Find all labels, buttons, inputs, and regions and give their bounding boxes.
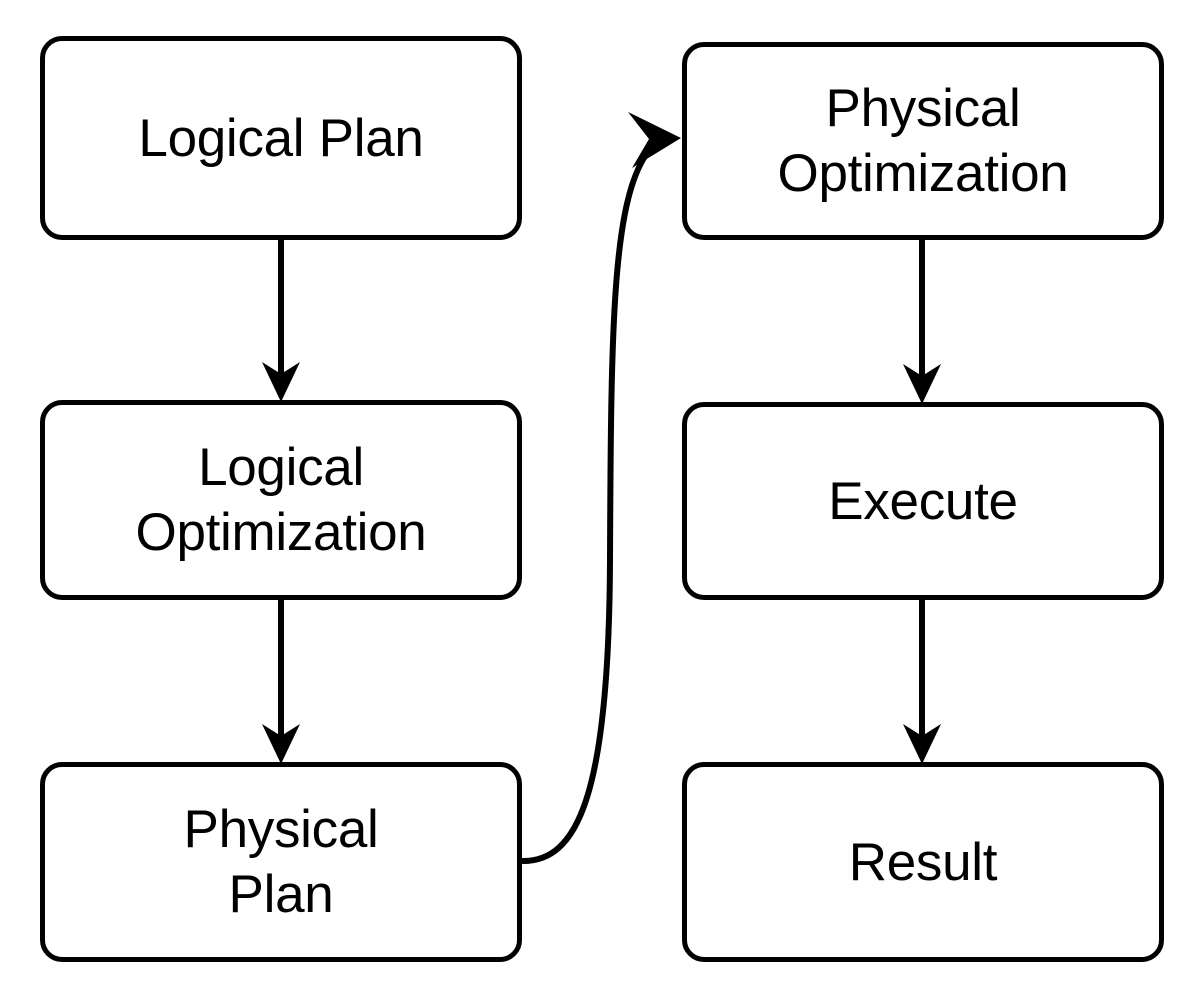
arrow-execute-to-result — [903, 598, 941, 764]
node-logical-plan[interactable]: Logical Plan — [40, 36, 522, 240]
node-logical-optimization-label: Logical Optimization — [135, 438, 427, 562]
node-physical-plan-label: Physical Plan — [183, 800, 379, 924]
node-physical-optimization[interactable]: Physical Optimization — [682, 42, 1164, 240]
node-physical-optimization-label: Physical Optimization — [777, 79, 1069, 203]
node-execute[interactable]: Execute — [682, 402, 1164, 600]
node-logical-plan-label: Logical Plan — [138, 108, 424, 168]
node-logical-optimization[interactable]: Logical Optimization — [40, 400, 522, 600]
arrow-physical-optimization-to-execute — [903, 238, 941, 404]
node-result[interactable]: Result — [682, 762, 1164, 962]
arrow-logical-optimization-to-physical-plan — [262, 598, 300, 764]
arrow-physical-plan-to-physical-optimization — [520, 112, 681, 864]
arrow-logical-plan-to-logical-optimization — [262, 238, 300, 402]
node-physical-plan[interactable]: Physical Plan — [40, 762, 522, 962]
node-result-label: Result — [848, 832, 998, 892]
node-execute-label: Execute — [828, 471, 1018, 531]
